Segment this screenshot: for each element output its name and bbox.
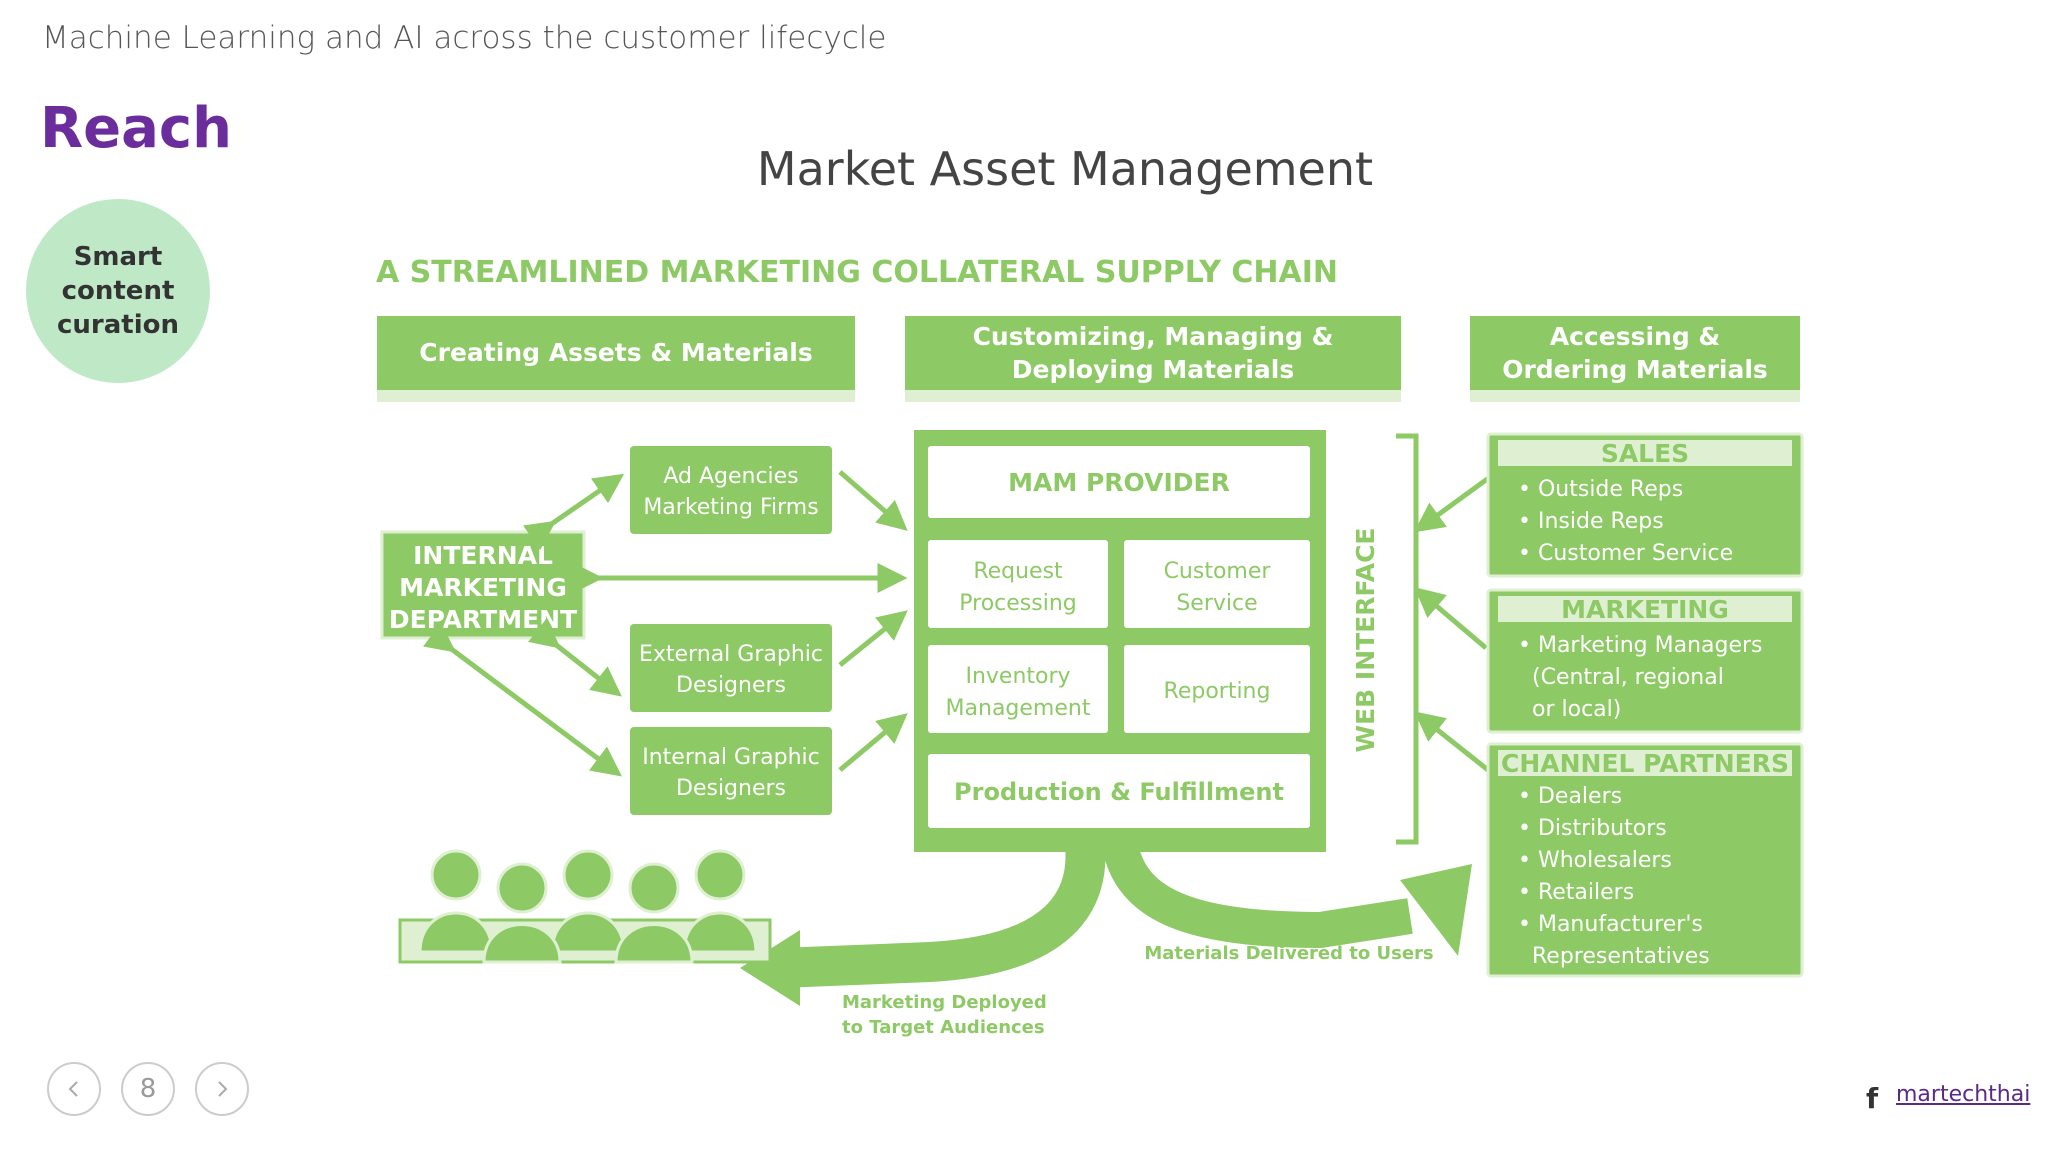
group-channel-item: • Wholesalers [1518, 848, 1672, 873]
group-channel-partners: CHANNEL PARTNERS • Dealers • Distributor… [1486, 742, 1804, 978]
deck-subtitle: Machine Learning and AI across the custo… [42, 20, 887, 56]
group-channel-item: Representatives [1532, 944, 1710, 969]
column-header-access: Accessing & Ordering Materials [1470, 316, 1800, 402]
column-header-access-line2: Ordering Materials [1502, 355, 1768, 384]
service-request-line1: Request [973, 559, 1063, 584]
audience-people-icon [398, 849, 772, 964]
service-inventory-line1: Inventory [965, 664, 1070, 689]
internal-dept-line3: DEPARTMENT [389, 605, 577, 634]
topic-bubble: Smart content curation [26, 199, 210, 383]
group-sales-title: SALES [1601, 439, 1689, 468]
production-fulfillment-label: Production & Fulfillment [954, 778, 1284, 806]
column-header-create-label: Creating Assets & Materials [419, 338, 812, 367]
arrow-dept-internal [422, 622, 623, 777]
section-title: Reach [40, 96, 232, 161]
source-external-designers-line1: External Graphic [639, 642, 823, 667]
service-inventory-line2: Management [946, 696, 1091, 721]
group-sales-item: • Customer Service [1518, 541, 1733, 566]
arrow-delivered-head [1400, 864, 1472, 956]
internal-dept-line2: MARKETING [399, 573, 567, 602]
arrow-external-mam [838, 610, 908, 667]
arrow-sales-web [1413, 474, 1492, 533]
service-customer [1124, 540, 1310, 628]
service-customer-line2: Service [1176, 591, 1257, 616]
arrow-marketing-web [1414, 587, 1488, 650]
source-external-designers: External Graphic Designers [630, 624, 832, 712]
flow-arrows [422, 470, 1492, 777]
service-request-line2: Processing [959, 591, 1076, 616]
arrow-agencies-mam [838, 470, 908, 531]
source-internal-designers: Internal Graphic Designers [630, 727, 832, 815]
slide-title: Market Asset Management [756, 142, 1374, 196]
group-marketing: MARKETING • Marketing Managers (Central,… [1486, 588, 1804, 734]
group-channel-item: • Manufacturer's [1518, 912, 1703, 937]
arrow-delivered-users [1102, 841, 1413, 949]
source-internal-designers-line1: Internal Graphic [642, 745, 819, 770]
source-ad-agencies-line1: Ad Agencies [663, 464, 798, 489]
arrow-dept-external [528, 618, 622, 697]
source-ad-agencies: Ad Agencies Marketing Firms [630, 446, 832, 534]
web-interface: WEB INTERFACE [1351, 433, 1419, 845]
column-header-manage-line2: Deploying Materials [1012, 355, 1294, 384]
internal-dept-line1: INTERNAL [413, 541, 553, 570]
group-channel-item: • Distributors [1518, 816, 1667, 841]
delivered-label: Materials Delivered to Users [1144, 943, 1433, 964]
mam-block: MAM PROVIDER Request Processing Customer… [914, 430, 1326, 852]
internal-marketing-department: INTERNAL MARKETING DEPARTMENT [380, 530, 586, 640]
topic-bubble-label: Smart content curation [56, 242, 179, 340]
group-channel-item: • Dealers [1518, 784, 1622, 809]
arrow-deployed-audiences [779, 843, 1106, 988]
column-header-create: Creating Assets & Materials [377, 316, 855, 402]
deployed-label-line2: to Target Audiences [842, 1017, 1045, 1038]
source-internal-designers-line2: Designers [676, 776, 786, 801]
chevron-right-icon [218, 1081, 228, 1097]
group-marketing-title: MARKETING [1561, 595, 1729, 624]
next-slide-button[interactable] [195, 1062, 249, 1116]
page-number-label: 8 [139, 1074, 157, 1104]
column-header-manage-line1: Customizing, Managing & [973, 322, 1334, 351]
facebook-icon: f [1866, 1082, 1879, 1115]
arrow-channel-web [1414, 711, 1490, 772]
web-interface-label: WEB INTERFACE [1351, 528, 1380, 753]
service-reporting [1124, 645, 1310, 733]
source-ad-agencies-line2: Marketing Firms [643, 495, 818, 520]
group-sales-item: • Outside Reps [1518, 477, 1683, 502]
chevron-left-icon [68, 1081, 78, 1097]
column-header-access-line1: Accessing & [1550, 322, 1720, 351]
social-handle-link[interactable]: martechthai [1896, 1082, 2031, 1107]
group-sales: SALES • Outside Reps • Inside Reps • Cus… [1486, 432, 1804, 578]
arrow-dept-agencies [522, 473, 625, 551]
page-number: 8 [121, 1062, 175, 1116]
group-marketing-item: • Marketing Managers [1518, 633, 1763, 658]
source-external-designers-line2: Designers [676, 673, 786, 698]
service-inventory [928, 645, 1108, 733]
group-channel-partners-title: CHANNEL PARTNERS [1501, 749, 1789, 778]
arrow-deployed-head [740, 930, 800, 1006]
service-customer-line1: Customer [1164, 559, 1272, 584]
production-fulfillment [928, 754, 1310, 828]
group-marketing-item: (Central, regional [1532, 665, 1724, 690]
arrow-internal-mam [838, 713, 908, 772]
deployed-label-line1: Marketing Deployed [842, 992, 1047, 1013]
diagram-heading: A STREAMLINED MARKETING COLLATERAL SUPPL… [376, 255, 1338, 290]
group-marketing-item: or local) [1532, 697, 1621, 722]
service-reporting-line1: Reporting [1164, 679, 1271, 704]
mam-provider-label: MAM PROVIDER [1008, 468, 1230, 497]
supply-chain-diagram: A STREAMLINED MARKETING COLLATERAL SUPPL… [376, 255, 1804, 1038]
group-channel-item: • Retailers [1518, 880, 1634, 905]
column-header-manage: Customizing, Managing & Deploying Materi… [905, 316, 1401, 402]
prev-slide-button[interactable] [47, 1062, 101, 1116]
group-sales-item: • Inside Reps [1518, 509, 1664, 534]
service-request [928, 540, 1108, 628]
